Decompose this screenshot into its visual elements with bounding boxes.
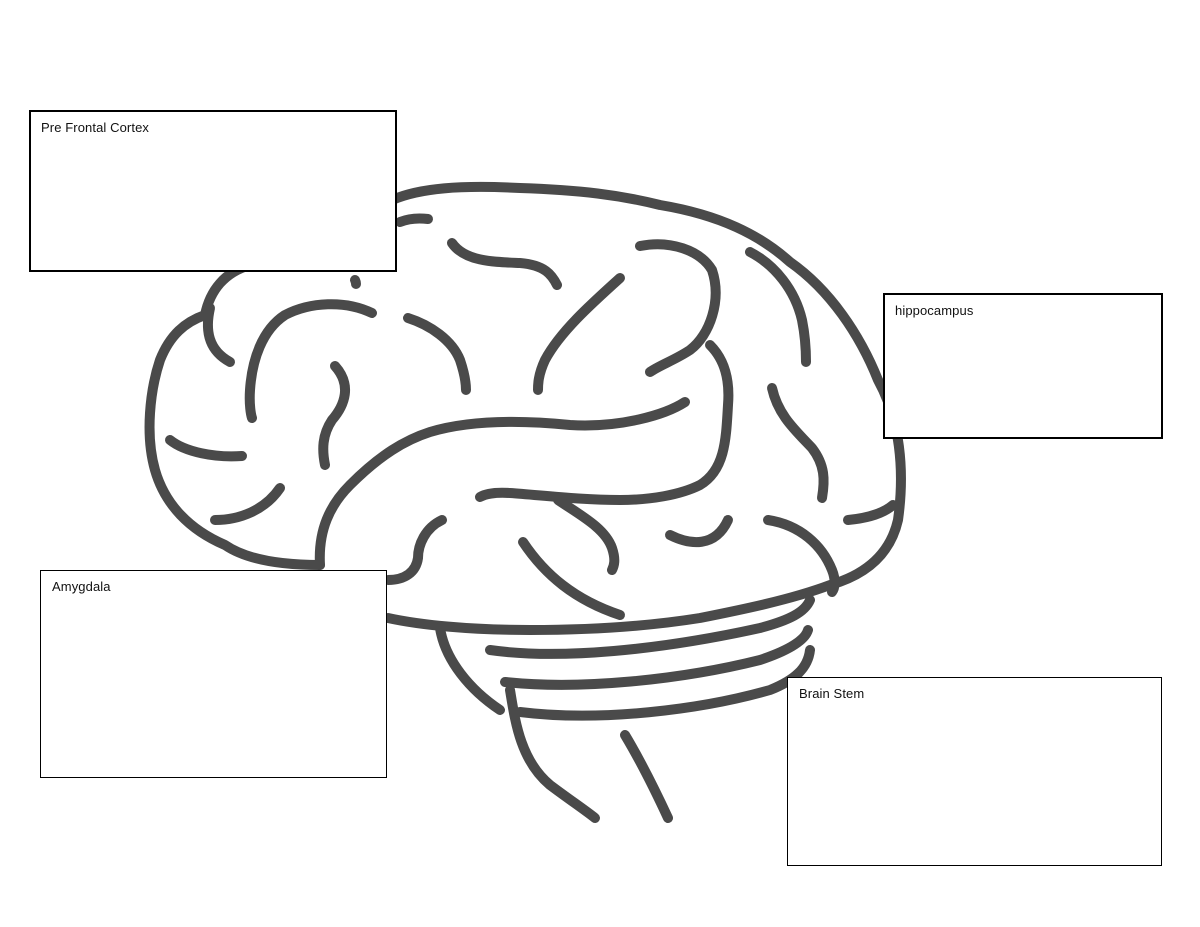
brain-stem-outline [620, 730, 673, 823]
amygdala-box[interactable]: Amygdala [40, 570, 387, 778]
prefrontal-cortex-label: Pre Frontal Cortex [41, 120, 150, 135]
brain-outline [383, 181, 906, 635]
amygdala-label: Amygdala [52, 579, 111, 594]
prefrontal-cortex-box[interactable]: Pre Frontal Cortex [29, 110, 397, 272]
brain-stem-label: Brain Stem [799, 686, 865, 701]
brain-stem-box[interactable]: Brain Stem [787, 677, 1162, 866]
hippocampus-box[interactable]: hippocampus [883, 293, 1163, 439]
cerebellum-outline [435, 623, 505, 715]
hippocampus-label: hippocampus [895, 303, 974, 318]
